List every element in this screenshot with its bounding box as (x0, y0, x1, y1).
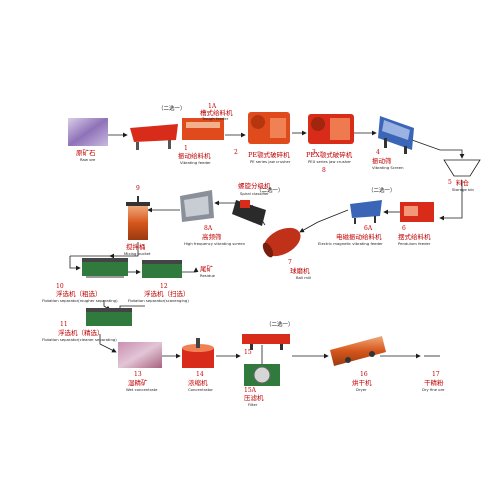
step-6-label: 摆式给料机 (398, 233, 431, 241)
step-5-label: 料仓 (456, 179, 469, 187)
step-7-num: 7 (288, 259, 292, 266)
step-9-num: 9 (136, 185, 140, 192)
raw-ore-label: 原矿石 (76, 149, 96, 157)
step-14-num: 14 (196, 371, 204, 378)
step-13-en: Wet concentrate (126, 387, 158, 392)
step-6a-num: 6A (364, 225, 373, 232)
ore-pile-icon (68, 118, 108, 146)
disc-filter-icon (244, 364, 280, 386)
step-1-en: Vibrating feeder (180, 160, 211, 165)
step-12-num: 12 (160, 283, 168, 290)
step-17-label: 干精粉 (424, 379, 444, 387)
step-7-en: Ball mill (296, 275, 312, 280)
step-11-en: Flotation separator(cleaner separating) (42, 337, 117, 342)
step-16-num: 16 (360, 371, 368, 378)
choose-one-note-4: （二选一） (368, 188, 396, 194)
step-8a-num: 8A (204, 225, 213, 232)
vibrating-screen-icon (378, 116, 414, 154)
spiral-classifier-icon (232, 200, 266, 226)
tailings-en: Residue (200, 273, 215, 278)
step-6a-en: Electric magnetic vibrating feeder (318, 241, 383, 246)
step-14-label: 浓缩机 (188, 379, 208, 387)
hf-screen-icon (180, 190, 214, 222)
vibrating-feeder-icon (130, 124, 178, 150)
filter-press-icon (242, 334, 290, 350)
step-2-label: PE颚式破碎机 (248, 151, 290, 159)
flow-lines (69, 130, 465, 368)
ball-mill-icon (262, 227, 301, 258)
trough-feeder-icon (182, 118, 224, 140)
flotation-cell-icon (86, 308, 132, 326)
spiral-classifier-en: Spiral classifier (240, 191, 269, 196)
pendulum-feeder-icon (400, 202, 434, 222)
fine-jaw-crusher-icon (308, 114, 354, 144)
rotary-dryer-icon (330, 336, 386, 366)
thickener-icon (182, 338, 214, 368)
step-6-en: Pendulum feeder (398, 241, 431, 246)
step-5-en: Storage bin (452, 187, 474, 192)
step-1a-en: Trough feeder (202, 116, 229, 121)
spiral-classifier-label: 螺旋分级机 (238, 182, 271, 190)
step-4-num: 4 (376, 149, 380, 156)
step-9-label: 搅拌桶 (126, 243, 146, 251)
step-15a-label: 压滤机 (244, 394, 264, 402)
flotation-cell-icon (142, 260, 182, 278)
storage-bin-icon (443, 159, 481, 177)
step-15-num: 15 (244, 349, 252, 356)
step-4-en: Vibrating Screen (372, 165, 404, 170)
step-1a-num: 1A (208, 103, 217, 110)
step-3-num: 3 (312, 149, 316, 156)
step-12-label: 浮选机（扫选） (144, 290, 190, 298)
step-3-en: PEX series jaw crusher (308, 159, 351, 164)
choose-one-note-3: （二选一） (256, 188, 284, 194)
step-17-en: Dry fine ore (422, 387, 445, 392)
step-11-label: 浮选机（精选） (58, 329, 104, 337)
step-10-en: Flotation separator(rougher separating) (42, 298, 118, 303)
step-15a-en: Filter (248, 402, 258, 407)
choose-one-note: （二选一） (158, 106, 186, 112)
step-13-label: 湿精矿 (128, 379, 148, 387)
step-8a-en: High frequency vibrating screen (184, 241, 245, 246)
step-16-en: Dryer (356, 387, 367, 392)
step-1-label: 振动给料机 (178, 152, 211, 160)
step-2-num: 2 (234, 149, 238, 156)
step-10-label: 浮选机（粗选） (56, 290, 102, 298)
step-3-sub: 8 (322, 167, 326, 174)
step-17-num: 17 (432, 371, 440, 378)
step-8a-label: 高频筛 (202, 233, 222, 241)
step-14-en: Concentrator (188, 387, 213, 392)
step-2-en: PE series jaw crusher (250, 159, 291, 164)
choose-one-note-2: （二选一） (266, 322, 294, 328)
jaw-crusher-icon (248, 112, 290, 144)
raw-ore-en: Raw ore (80, 157, 96, 162)
step-1-num: 1 (184, 145, 188, 152)
step-15a-num: 15A (244, 387, 256, 394)
step-6-num: 6 (402, 225, 406, 232)
step-1a-label: 槽式给料机 (200, 109, 233, 117)
step-10-num: 10 (56, 283, 64, 290)
step-7-label: 球磨机 (290, 267, 310, 275)
magnetic-feeder-icon (350, 200, 382, 224)
step-12-en: Flotation separator(scavenging) (128, 298, 189, 303)
step-3-label: PEX颚式破碎机 (306, 151, 353, 159)
mixing-tank-icon (126, 196, 150, 240)
step-9-en: Mixing bucket (124, 251, 151, 256)
step-5-num: 5 (448, 179, 452, 186)
step-6a-label: 电磁振动给料机 (336, 233, 382, 241)
tailings-label: 尾矿 (200, 265, 213, 273)
step-11-num: 11 (60, 321, 68, 328)
step-13-num: 13 (134, 371, 142, 378)
step-16-label: 烘干机 (352, 379, 372, 387)
flotation-cell-icon (82, 258, 128, 278)
step-4-label: 振动筛 (372, 157, 392, 165)
wet-concentrate-icon (118, 342, 162, 368)
